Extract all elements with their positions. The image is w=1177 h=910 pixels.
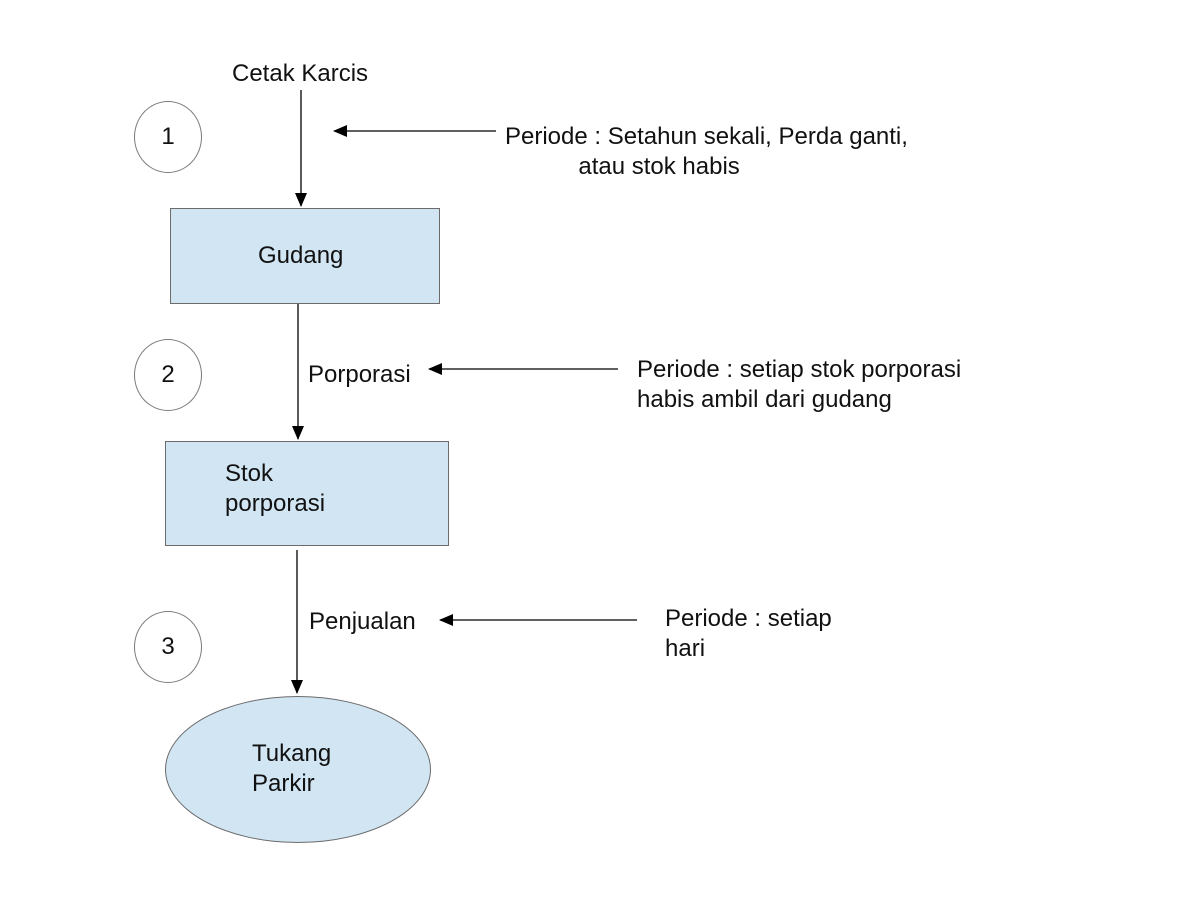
step-2-note: Periode : setiap stok porporasi habis am… [637,356,962,413]
step-3-number: 3 [161,633,175,660]
step-1-circle: 1 [134,101,202,173]
penjualan-label: Penjualan [309,608,416,635]
stok-porporasi-node-label: Stok porporasi [225,460,326,517]
gudang-node-label: Gudang [258,242,344,269]
porporasi-label: Porporasi [308,361,411,388]
step-2-number: 2 [161,361,175,388]
tukang-parkir-node: Tukang Parkir [165,696,431,843]
step-2-circle: 2 [134,339,202,411]
tukang-parkir-node-label: Tukang Parkir [252,740,332,797]
start-label: Cetak Karcis [232,60,369,87]
stok-porporasi-node: Stok porporasi [165,441,449,546]
gudang-node: Gudang [170,208,440,304]
step-3-note: Periode : setiap hari [665,605,832,662]
step-1-number: 1 [161,123,175,150]
step-3-circle: 3 [134,611,202,683]
step-1-note: Periode : Setahun sekali, Perda ganti, a… [505,123,908,180]
